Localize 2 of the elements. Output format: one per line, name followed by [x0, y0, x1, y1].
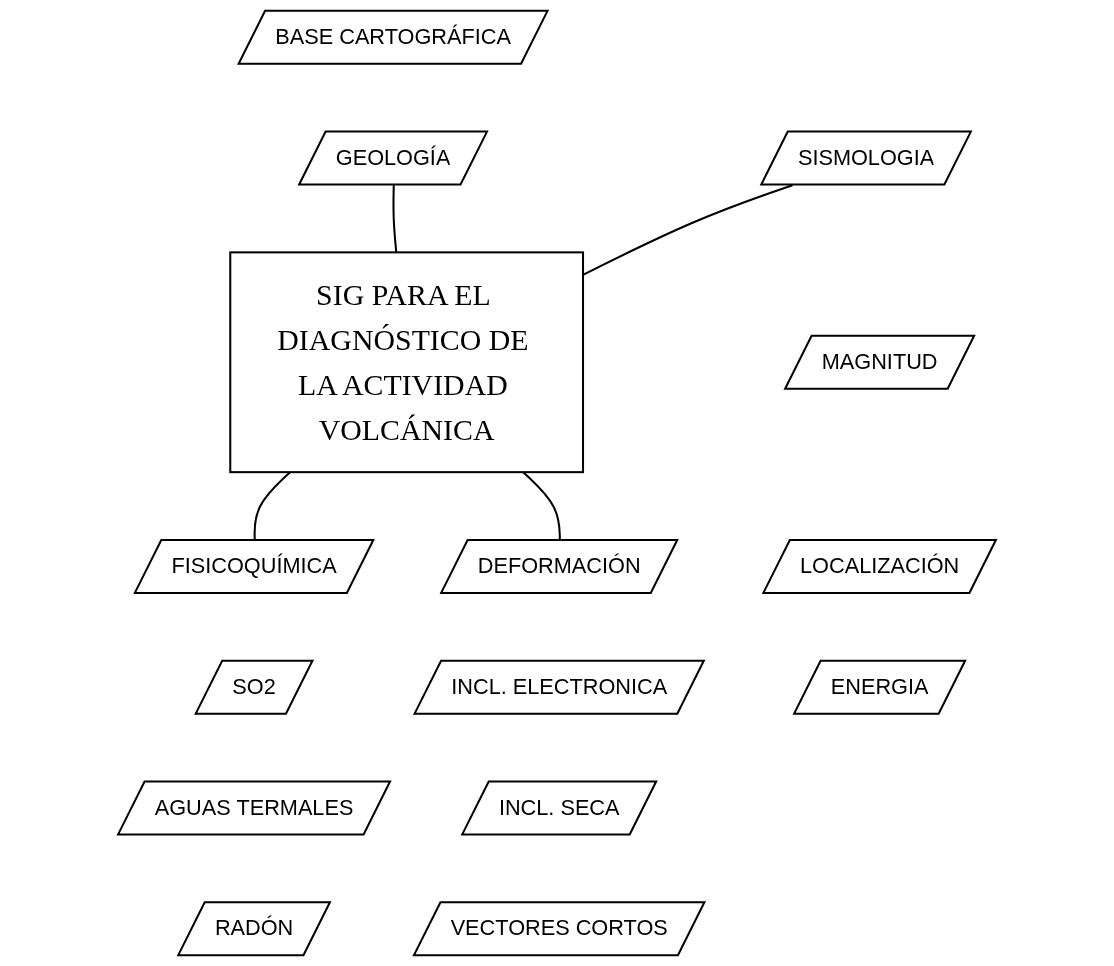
connector: [392, 185, 398, 253]
node-box: SIG PARA EL DIAGNÓSTICO DE LA ACTIVIDAD VOLCÁNICA: [229, 251, 585, 474]
